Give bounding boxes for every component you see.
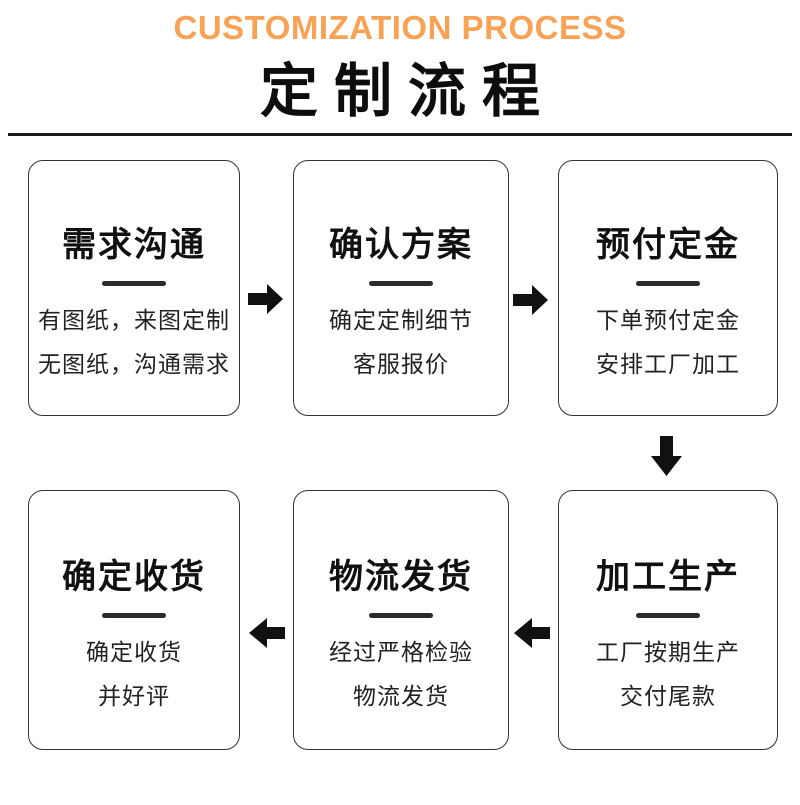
step-title: 物流发货	[329, 557, 473, 596]
step-box-4-processing-production: 加工生产 工厂按期生产 交付尾款	[558, 490, 778, 750]
arrow-right-icon	[513, 284, 548, 316]
step-detail-line: 安排工厂加工	[596, 350, 740, 377]
title-underline	[102, 280, 166, 286]
step-detail-line: 物流发货	[353, 682, 449, 709]
step-box-2-confirm-plan: 确认方案 确定定制细节 客服报价	[293, 160, 509, 416]
step-detail-line: 确定定制细节	[329, 306, 473, 333]
step-title: 确定收货	[62, 557, 206, 596]
title-underline	[102, 612, 166, 618]
step-detail-line: 工厂按期生产	[596, 638, 740, 665]
title-underline	[369, 280, 433, 286]
arrow-left-icon	[248, 617, 285, 649]
step-detail-line: 确定收货	[86, 638, 182, 665]
header-divider	[8, 133, 792, 136]
step-box-5-logistics-shipping: 物流发货 经过严格检验 物流发货	[293, 490, 509, 750]
step-title: 需求沟通	[62, 225, 206, 264]
page-title: 定制流程	[259, 57, 556, 125]
step-detail-line: 交付尾款	[620, 682, 716, 709]
title-underline	[369, 612, 433, 618]
title-underline	[636, 612, 700, 618]
step-box-3-prepay-deposit: 预付定金 下单预付定金 安排工厂加工	[558, 160, 778, 416]
english-subtitle: CUSTOMIZATION PROCESS	[173, 9, 627, 46]
step-title: 预付定金	[596, 225, 740, 264]
arrow-right-icon	[248, 283, 283, 315]
step-box-6-confirm-receipt: 确定收货 确定收货 并好评	[28, 490, 240, 750]
arrow-down-icon	[650, 436, 683, 476]
step-detail-line: 并好评	[98, 682, 170, 709]
step-detail-line: 无图纸，沟通需求	[38, 350, 230, 377]
step-title: 加工生产	[596, 557, 740, 596]
step-box-1-requirement-communication: 需求沟通 有图纸，来图定制 无图纸，沟通需求	[28, 160, 240, 416]
step-detail-line: 有图纸，来图定制	[38, 306, 230, 333]
title-underline	[636, 280, 700, 286]
arrow-left-icon	[513, 617, 550, 649]
step-detail-line: 客服报价	[353, 350, 449, 377]
step-title: 确认方案	[329, 225, 473, 264]
step-detail-line: 下单预付定金	[596, 306, 740, 333]
step-detail-line: 经过严格检验	[329, 638, 473, 665]
